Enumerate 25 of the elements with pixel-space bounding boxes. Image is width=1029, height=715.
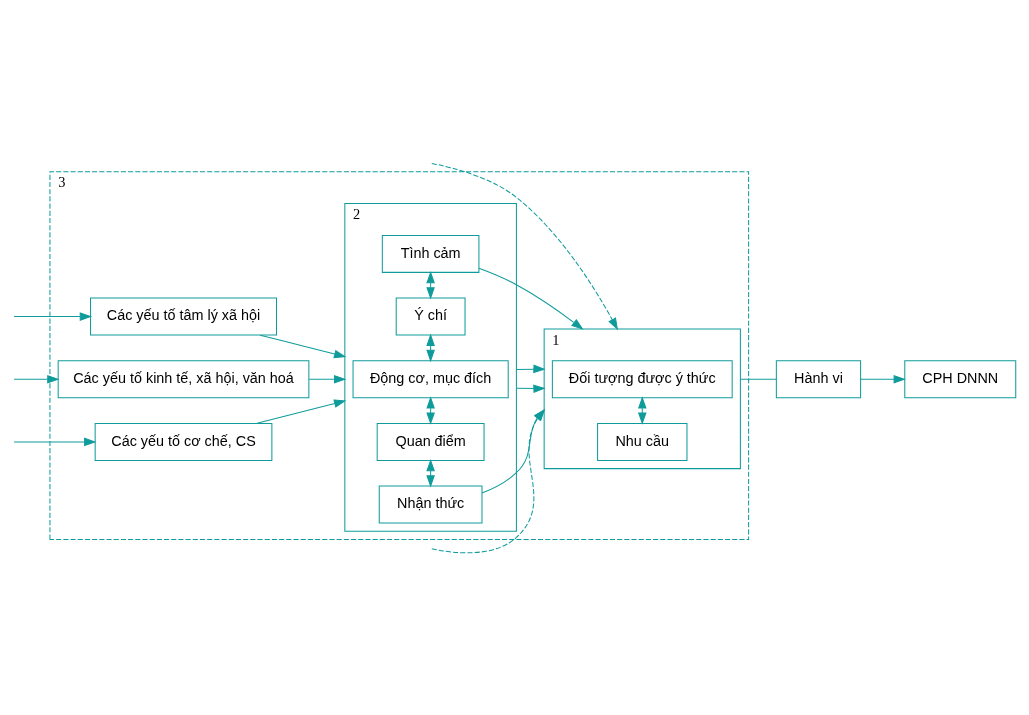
node-box: Các yếu tố cơ chế, CS <box>94 422 273 461</box>
connector <box>739 378 777 380</box>
node-box: CPH DNNN <box>904 359 1017 398</box>
arrow <box>13 437 97 446</box>
node-box: Tình cảm <box>381 234 480 273</box>
node-box: Các yếu tố tâm lý xã hội <box>90 297 277 336</box>
arrow <box>637 395 647 425</box>
arrow <box>515 364 546 373</box>
arrow <box>308 374 347 384</box>
arrow <box>13 311 93 321</box>
arrow <box>478 267 584 330</box>
node-box: Ý chí <box>395 297 466 336</box>
node-box: Động cơ, mục đích <box>352 359 509 398</box>
node-box: Đối tượng được ý thức <box>551 359 733 398</box>
arrow <box>13 374 60 384</box>
node-box: Hành vi <box>775 359 862 398</box>
arrow <box>860 374 906 384</box>
node-box: Nhận thức <box>378 485 483 524</box>
arrow <box>515 383 546 393</box>
node-box: Các yếu tố kinh tế, xã hội, văn hoá <box>57 359 310 398</box>
arrow <box>481 408 546 494</box>
node-box: Quan điểm <box>376 422 485 461</box>
node-box: Nhu cầu <box>597 422 688 461</box>
arrow <box>259 334 347 358</box>
arrow <box>256 398 347 424</box>
